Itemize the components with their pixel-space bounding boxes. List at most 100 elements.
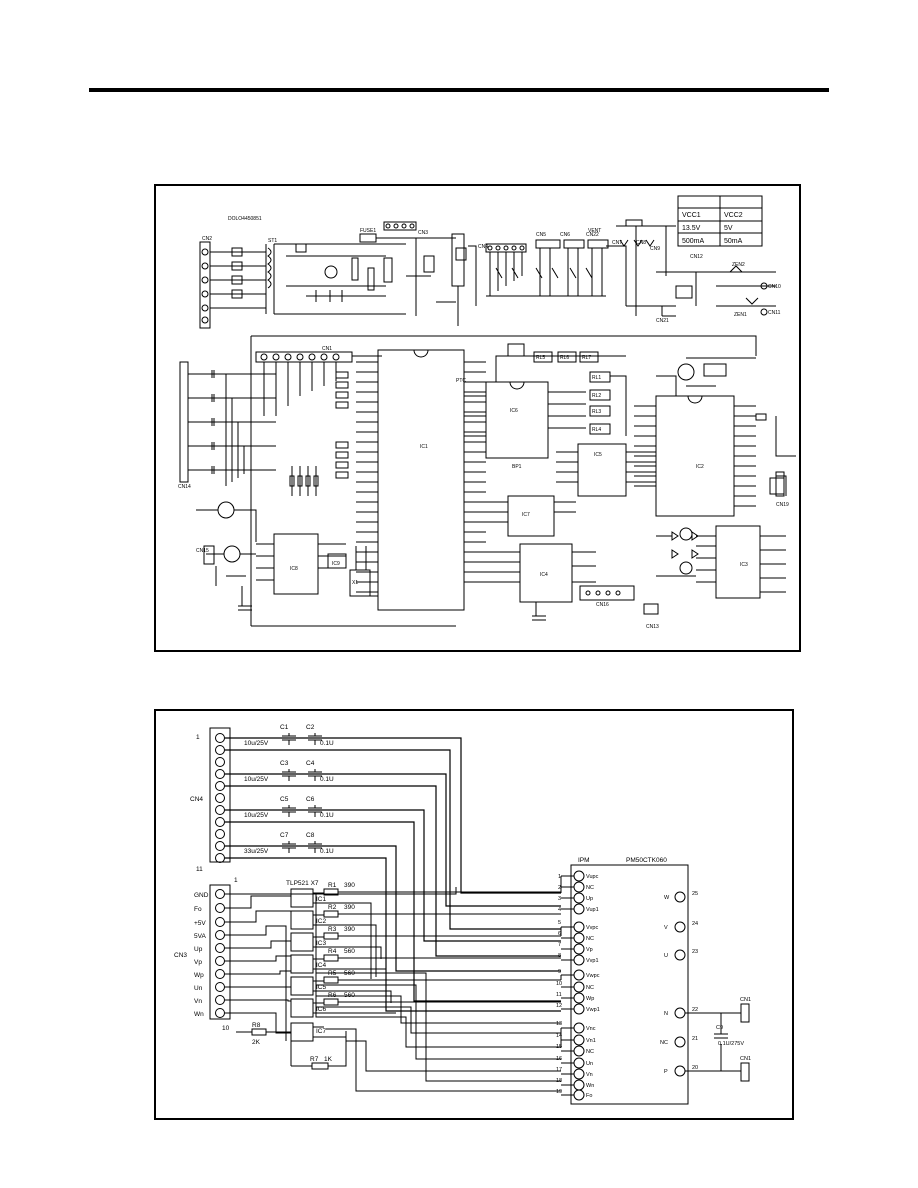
cap-c2-label: C2: [306, 724, 315, 731]
ipm-pin-number: 21: [692, 1036, 698, 1042]
cn1-output-p: [740, 1062, 750, 1082]
cn13-label: CN13: [646, 624, 659, 630]
cn4-label: CN4: [478, 244, 488, 250]
ipm-pin-number: 6: [558, 931, 561, 937]
ipm-pin-name: Vn: [586, 1072, 593, 1078]
r2-label: R2: [328, 904, 337, 911]
cn5-label: CN5: [536, 232, 546, 238]
r7-label: R7: [310, 1056, 319, 1063]
relay-rl7: RL7: [582, 355, 591, 361]
ipm-pin-name: Vwp1: [586, 1007, 600, 1013]
ipm-pin-name: Vnc: [586, 1026, 596, 1032]
ipm-pin-name: Un: [586, 1061, 593, 1067]
opto-part-label: TLP521 X7: [286, 880, 319, 887]
main-control-schematic-drawing: DOLO4450851 VCC1 VCC2 13.5V 5V 500mA 50m…: [178, 195, 796, 630]
bottom-labels: 1 CN4 11 C1 C2 10u/25V 0.1U C3 C4 10u/25…: [174, 724, 667, 1063]
relay-rl3: RL3: [592, 409, 601, 415]
cn3-label: CN3: [418, 230, 428, 236]
ipm-pin-number: 10: [556, 981, 562, 987]
cn19-label: CN19: [776, 502, 789, 508]
cn3-label: CN3: [174, 952, 187, 959]
ipm-pin-number: 17: [556, 1067, 562, 1073]
ipm-pin-name: U: [664, 953, 668, 959]
cn3-pin-wp: Wp: [194, 972, 204, 979]
ipm-pin-number: 9: [558, 969, 561, 975]
cap-c2-value: 0.1U: [320, 740, 334, 747]
optocouplers: [290, 888, 314, 1042]
ipm-pin-name: NC: [586, 936, 594, 942]
r6-label: R6: [328, 992, 337, 999]
ipm-pin-number: 16: [556, 1056, 562, 1062]
ipm-pin-number: 3: [558, 896, 561, 902]
cap-c4-value: 0.1U: [320, 776, 334, 783]
cn4-last-pin: 11: [196, 866, 203, 873]
ipm-pin-number: 7: [558, 942, 561, 948]
ic3-label: IC3: [740, 562, 748, 568]
cn1-n-label: CN1: [740, 997, 751, 1003]
cn6-label: CN6: [560, 232, 570, 238]
r7-value: 1K: [324, 1056, 333, 1063]
ipm-pin-number: 13: [556, 1021, 562, 1027]
vcc2-current: 50mA: [724, 238, 743, 245]
opto-ic7: IC7: [316, 1028, 327, 1035]
ipm-pin-name: Vp: [586, 947, 593, 953]
cn8-label: CN8: [636, 240, 646, 246]
cap-c4-label: C4: [306, 760, 315, 767]
vcc1-header: VCC1: [682, 212, 701, 219]
relay-rl1: RL1: [592, 375, 601, 381]
r7-resistor: [311, 1062, 329, 1070]
relay-rl5: RL5: [536, 355, 545, 361]
cn4-label: CN4: [190, 796, 203, 803]
ipm-pin-name: Vup1: [586, 907, 599, 913]
top-labels: DOLO4450851 VCC1 VCC2 13.5V 5V 500mA 50m…: [178, 212, 789, 630]
ic6-label: IC6: [510, 408, 518, 414]
vcc1-voltage: 13.5V: [682, 225, 701, 232]
relay-rl2: RL2: [592, 393, 601, 399]
decoupling-capacitors: [282, 733, 322, 853]
ic2-label: IC2: [696, 464, 704, 470]
r8-value: 2K: [252, 1039, 261, 1046]
board-code: DOLO4450851: [228, 216, 262, 222]
ipm-pin-name: Vvpc: [586, 925, 598, 931]
c9-label: C9: [716, 1025, 723, 1031]
cn22-label: CN22: [586, 232, 599, 238]
ic1-label: IC1: [420, 444, 428, 450]
fuse-label: FUSE1: [360, 228, 376, 234]
ipm-part: PM50CTK060: [626, 857, 667, 864]
r4-value: 560: [344, 948, 355, 955]
ipm-pin-number: 2: [558, 885, 561, 891]
cap-c3-label: C3: [280, 760, 289, 767]
zen1-label: ZEN1: [734, 312, 747, 318]
ipm-pin-name: Vn1: [586, 1038, 596, 1044]
cn10-label: CN10: [768, 284, 781, 290]
cn16-label: CN16: [596, 602, 609, 608]
cn7-label: CN7: [612, 240, 622, 246]
ipm-pin-number: 20: [692, 1065, 698, 1071]
vcc2-voltage: 5V: [724, 225, 733, 232]
cn3-last-pin: 10: [222, 1025, 230, 1032]
cn3-pin-5v: +5V: [194, 920, 206, 927]
cn21-label: CN21: [656, 318, 669, 324]
r6-value: 560: [344, 992, 355, 999]
cn1-label: CN1: [322, 346, 332, 352]
ipm-pin-name: Vvp1: [586, 958, 599, 964]
ipm-pin-number: 23: [692, 949, 698, 955]
cap-c3-value: 10u/25V: [244, 776, 269, 783]
cn12-label: CN12: [690, 254, 703, 260]
ipm-pin-name: N: [664, 1011, 668, 1017]
ipm-pin-name: V: [664, 925, 668, 931]
cn3-pin-gnd: GND: [194, 892, 209, 899]
cn3-pin-vp: Vp: [194, 959, 202, 966]
header-rule: [89, 88, 829, 92]
cn3-pin-5va: 5VA: [194, 933, 206, 940]
vent-label: VENT: [588, 228, 601, 234]
opto-ic2: IC2: [316, 918, 327, 925]
ipm-pin-number: 4: [558, 907, 561, 913]
ipm-pin-number: 12: [556, 1003, 562, 1009]
ipm-pin-name: Fo: [586, 1093, 592, 1099]
ptc-label: PTC: [456, 378, 466, 384]
ipm-pin-number: 22: [692, 1007, 698, 1013]
cn3-pin-up: Up: [194, 946, 203, 953]
ic5-label: IC5: [594, 452, 602, 458]
